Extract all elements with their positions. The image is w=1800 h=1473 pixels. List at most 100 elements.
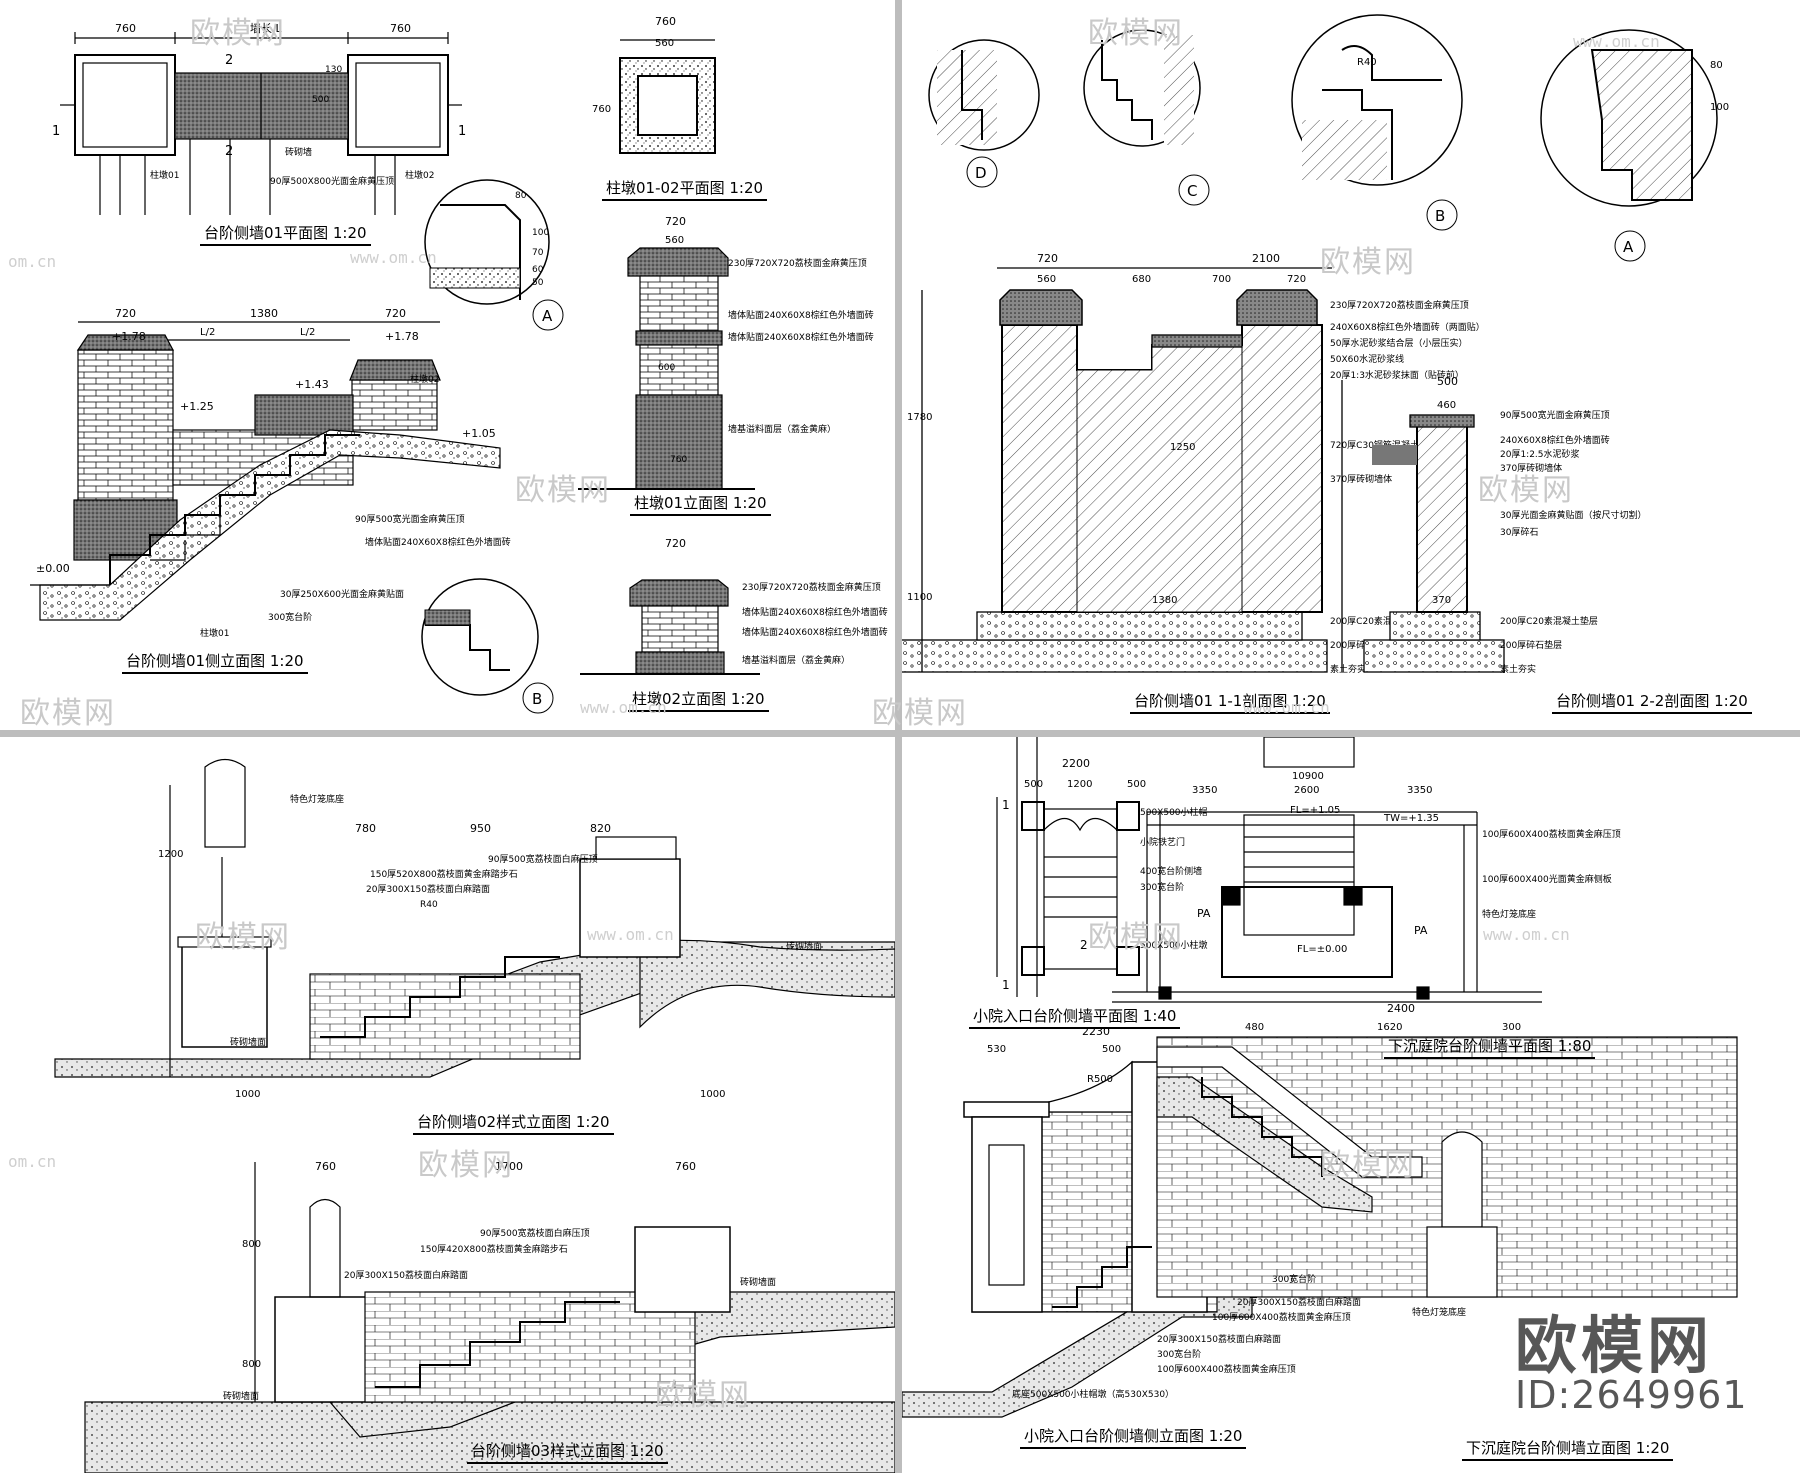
sec22-dim-370: 370 xyxy=(1432,595,1451,606)
s02-note-tread: 150厚520X800荔枝面黄金麻踏步石 xyxy=(370,868,518,880)
label-section-1-right: 1 xyxy=(458,124,466,139)
scs-note-coping: 100厚600X400荔枝面黄金麻压顶 xyxy=(1212,1311,1351,1323)
dim-760-right: 760 xyxy=(390,22,411,35)
callout-b-section: B xyxy=(1435,207,1445,225)
sec22-dim-460: 460 xyxy=(1437,400,1456,411)
scs-dim-2400: 2400 xyxy=(1387,1002,1415,1015)
sec11-note-mortar: 50厚水泥砂浆结合层（小层压实） xyxy=(1330,337,1467,349)
sec11-dim-1380: 1380 xyxy=(1152,595,1177,606)
horizontal-divider xyxy=(0,730,1800,737)
s03-note-face: 20厚300X150荔枝面白麻踏面 xyxy=(344,1269,468,1281)
col-plan-dim-760: 760 xyxy=(655,15,676,28)
scs-note-lamp: 特色灯笼底座 xyxy=(1412,1306,1466,1318)
side-dim-1380: 1380 xyxy=(250,307,278,320)
sec11-dim-720b: 720 xyxy=(1287,274,1306,285)
s02-dim-1000-left: 1000 xyxy=(235,1089,260,1100)
s02-note-wall-right: 砖砌墙面 xyxy=(786,940,822,952)
title-small-yard-side: 小院入口台阶侧墙侧立面图 1:20 xyxy=(1020,1425,1247,1449)
col02-note-base: 墙基溢料面层（荔金黄麻） xyxy=(742,654,850,666)
title-sunken-court-side: 下沉庭院台阶侧墙立面图 1:20 xyxy=(1462,1437,1674,1461)
side-note-facing: 30厚250X600光面金麻黄贴面 xyxy=(280,588,404,600)
sc-note-coping: 100厚600X400荔枝面黄金麻压顶 xyxy=(1482,828,1621,840)
side-note-coping: 90厚500宽光面金麻黄压顶 xyxy=(355,513,465,525)
side-note-col01: 柱墩01 xyxy=(200,627,229,639)
scs-note-step: 300宽台阶 xyxy=(1272,1273,1316,1285)
sc-pa-right: PA xyxy=(1414,924,1428,937)
sec22-note-soil: 素土夯实 xyxy=(1500,663,1536,675)
detail-circle-c xyxy=(1083,29,1210,206)
detail-a-dim-70: 70 xyxy=(532,248,544,258)
sc-dim-2600: 2600 xyxy=(1294,785,1319,796)
title-section-2-2: 台阶侧墙01 2-2剖面图 1:20 xyxy=(1552,690,1752,714)
sys-note-step: 300宽台阶 xyxy=(1157,1348,1201,1360)
sp-label-1-top: 1 xyxy=(1002,798,1010,812)
s02-note-wall-left: 砖砌墙面 xyxy=(230,1036,266,1048)
col02-note-brick1: 墙体贴面240X60X8棕红色外墙面砖 xyxy=(742,606,888,618)
sec11-note-brickwall: 370厚砖砌墙体 xyxy=(1330,473,1392,485)
level-143: +1.43 xyxy=(295,378,329,391)
col02-note-brick2: 墙体贴面240X60X8棕红色外墙面砖 xyxy=(742,626,888,638)
drawing-p2: D C B A R40 80 100 2100 720 560 680 700 … xyxy=(902,14,1729,675)
sp-label-1-bottom: 1 xyxy=(1002,978,1010,992)
drawing-p3: 780 950 820 1000 1000 1200 特色灯笼底座 90厚500… xyxy=(54,758,895,1473)
panel-side-wall-01-sections: D C B A R40 80 100 2100 720 560 680 700 … xyxy=(902,0,1800,730)
sec11-note-brick: 240X60X8棕红色外墙面砖（两面贴） xyxy=(1330,321,1485,333)
detail-circle-a2 xyxy=(1540,29,1718,262)
sec11-note-cap: 230厚720X720荔枝面金麻黄压顶 xyxy=(1330,299,1469,311)
level-178-left: +1.78 xyxy=(112,330,146,343)
col01-dim-600: 600 xyxy=(658,363,675,373)
side-dim-half-2: L/2 xyxy=(300,327,315,338)
style-03-elevation xyxy=(84,1162,895,1473)
sec11-dim-1250: 1250 xyxy=(1170,442,1195,453)
note-coping: 90厚500X800光面金麻黄压顶 xyxy=(270,175,394,187)
sc-note-side: 100厚600X400光面黄金麻侧板 xyxy=(1482,873,1612,885)
callout-b: B xyxy=(532,690,542,708)
column-02-elevation xyxy=(580,579,760,675)
sys-note-coping: 100厚600X400荔枝面黄金麻压顶 xyxy=(1157,1363,1296,1375)
col01-note-brick2: 墙体贴面240X60X8棕红色外墙面砖 xyxy=(728,331,874,343)
sec22-note-facing: 30厚光面金麻黄贴面（按尺寸切割） xyxy=(1500,509,1646,521)
title-side-wall-01-side: 台阶侧墙01侧立面图 1:20 xyxy=(122,650,308,674)
title-style-03: 台阶侧墙03样式立面图 1:20 xyxy=(467,1440,668,1464)
sys-dim-500: 500 xyxy=(1102,1044,1121,1055)
note-column-01: 柱墩01 xyxy=(150,169,179,181)
note-column-02: 柱墩02 xyxy=(405,169,434,181)
sp-note-step: 300宽台阶 xyxy=(1140,881,1184,893)
detail-dim-r40: R40 xyxy=(1357,57,1377,68)
label-section-1-left: 1 xyxy=(52,124,60,139)
s03-note-coping: 90厚500宽荔枝面白麻压顶 xyxy=(480,1227,590,1239)
sc-fl-000: FL=±0.00 xyxy=(1297,944,1347,955)
sunken-court-plan xyxy=(1112,737,1542,1003)
s02-dim-820: 820 xyxy=(590,822,611,835)
col01-dim-760: 760 xyxy=(670,455,687,465)
side-note-brick: 墙体贴面240X60X8棕红色外墙面砖 xyxy=(365,536,511,548)
col-plan-dim-760-v: 760 xyxy=(592,104,611,115)
sc-pa-left: PA xyxy=(1197,907,1211,920)
s03-dim-760-left: 760 xyxy=(315,1160,336,1173)
sec22-note-mortar: 20厚1:2.5水泥砂浆 xyxy=(1500,448,1580,460)
s03-dim-760-right: 760 xyxy=(675,1160,696,1173)
s02-note-r40: R40 xyxy=(420,900,438,910)
title-column-01: 柱墩01立面图 1:20 xyxy=(630,492,771,516)
drawing-p1: 760 墙长 L 760 1 1 2 2 柱墩01 柱墩02 90厚500X80… xyxy=(30,15,888,714)
sc-dim-3350-right: 3350 xyxy=(1407,785,1432,796)
col01-dim-560: 560 xyxy=(665,235,684,246)
sec22-note-brickwall: 370厚砖砌墙体 xyxy=(1500,462,1562,474)
sc-dim-3350-left: 3350 xyxy=(1192,785,1217,796)
title-section-1-1: 台阶侧墙01 1-1剖面图 1:20 xyxy=(1130,690,1330,714)
sec11-dim-1780: 1780 xyxy=(907,412,932,423)
detail-circle-b xyxy=(421,578,554,714)
sec22-note-gravel: 200厚碎石垫层 xyxy=(1500,639,1562,651)
detail-a-dim-100: 100 xyxy=(532,228,549,238)
dim-760-left: 760 xyxy=(115,22,136,35)
sp-note-gate: 小院铁艺门 xyxy=(1140,836,1185,848)
panel-side-wall-01-plan-elevation: 760 墙长 L 760 1 1 2 2 柱墩01 柱墩02 90厚500X80… xyxy=(0,0,895,730)
sec11-dim-720: 720 xyxy=(1037,252,1058,265)
sec22-note-brick: 240X60X8棕红色外墙面砖 xyxy=(1500,434,1610,446)
side-dim-720-right: 720 xyxy=(385,307,406,320)
col01-title-dim: 720 xyxy=(665,215,686,228)
sec11-dim-680: 680 xyxy=(1132,274,1151,285)
side-dim-720-left: 720 xyxy=(115,307,136,320)
label-section-2-bottom: 2 xyxy=(225,144,233,159)
sec22-dim-500: 500 xyxy=(1437,375,1458,388)
